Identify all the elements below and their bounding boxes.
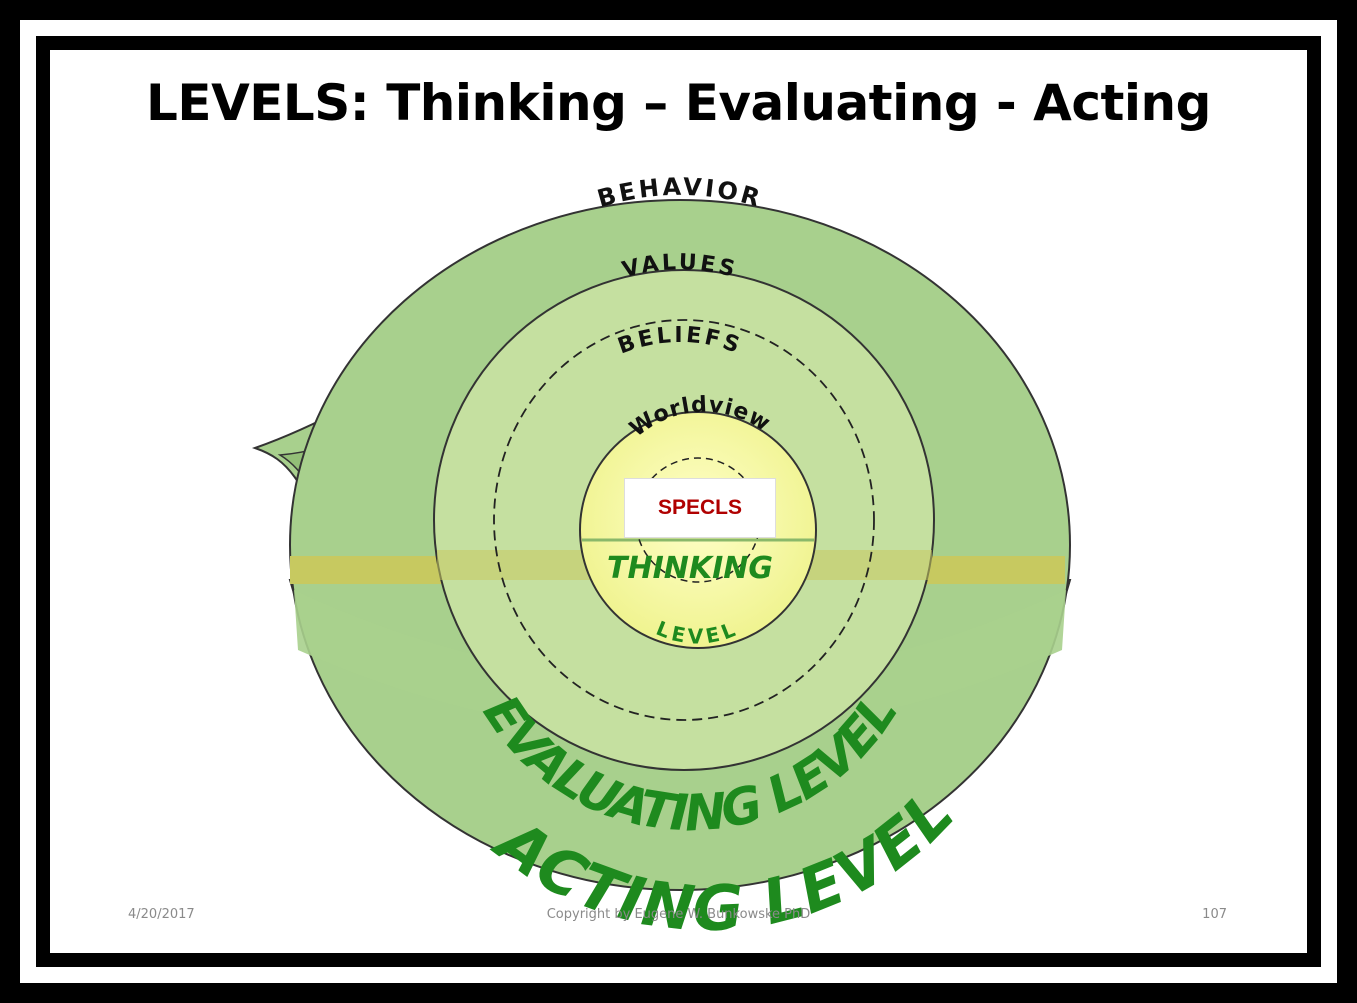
acting-lip — [294, 590, 1066, 735]
footer-page-number: 107 — [1202, 907, 1227, 922]
slide-title: LEVELS: Thinking – Evaluating - Acting — [146, 74, 1211, 132]
thinking-level-top: THINKING — [607, 551, 773, 586]
footer-date: 4/20/2017 — [128, 907, 195, 922]
specls-label: SPECLS — [657, 496, 743, 519]
slide: LEVELS: Thinking – Evaluating - Acting — [50, 50, 1307, 953]
beliefs-dashed-ring — [493, 319, 875, 721]
levels-diagram: BEHAVIOR VALUES BELIEFS Worldview THINKI… — [251, 173, 1072, 946]
footer-copyright: Copyright by Eugene W. Bunkowske PhD — [546, 907, 811, 922]
specls-label-box: SPECLS — [624, 478, 776, 538]
